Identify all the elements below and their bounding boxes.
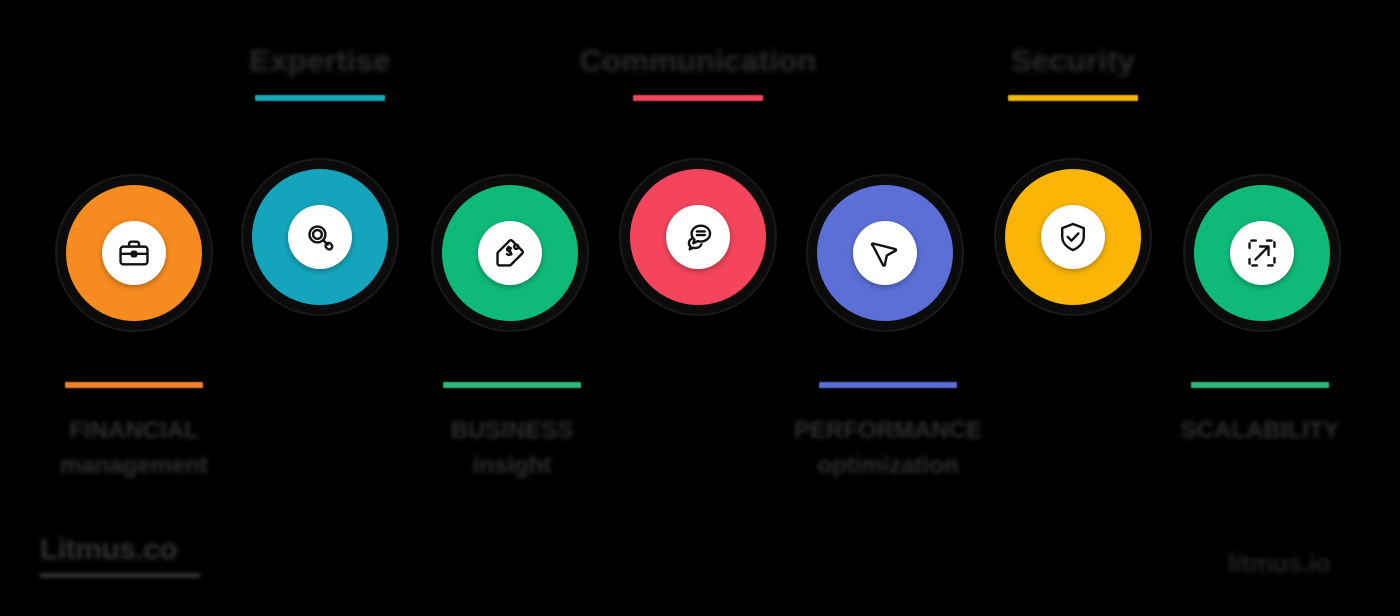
node-scalability[interactable] (1185, 176, 1339, 330)
node-icon-badge (102, 221, 166, 285)
node-circle[interactable] (57, 176, 211, 330)
price-tag-icon (496, 239, 524, 267)
brand-mark-right-text: litmus.io (1228, 548, 1331, 578)
bottom-caption-line-2: management (59, 451, 209, 479)
top-header-accent-bar (1008, 94, 1138, 101)
search-icon (308, 225, 334, 251)
bottom-caption-line-2: insight (472, 451, 552, 479)
top-header-communication: Communication (548, 43, 848, 101)
top-header-security: Security (923, 43, 1223, 101)
top-header-label: Security (1011, 43, 1135, 78)
brand-mark-left: Litmus.co (40, 533, 200, 578)
bottom-caption-line-1: BUSINESS (450, 417, 574, 444)
node-circle[interactable] (808, 176, 962, 330)
node-circle[interactable] (621, 160, 775, 314)
bottom-caption-line-1: PERFORMANCE (793, 417, 982, 444)
brand-mark-left-rule (40, 573, 200, 578)
node-chat[interactable] (621, 160, 775, 314)
bottom-caption-accent-bar (1191, 382, 1329, 388)
expand-scale-icon (1248, 239, 1276, 267)
top-header-expertise: Expertise (170, 43, 470, 101)
bottom-caption-scalability: SCALABILITY (1110, 382, 1400, 449)
node-briefcase[interactable] (57, 176, 211, 330)
node-circle[interactable] (1185, 176, 1339, 330)
bottom-caption-accent-bar (65, 382, 203, 388)
bottom-caption-business-insight: BUSINESS insight (362, 382, 662, 484)
bottom-caption-accent-bar (443, 382, 581, 388)
node-icon-badge (288, 205, 352, 269)
bottom-caption-financial-management: FINANCIAL management (0, 382, 284, 484)
node-icon-badge (666, 205, 730, 269)
top-header-label: Expertise (249, 43, 391, 78)
top-header-accent-bar (255, 94, 385, 101)
node-icon-badge (853, 221, 917, 285)
cursor-arrow-icon (870, 242, 898, 267)
node-shield[interactable] (996, 160, 1150, 314)
node-circle[interactable] (243, 160, 397, 314)
node-icon-badge (478, 221, 542, 285)
briefcase-icon (119, 240, 149, 266)
node-icon-badge (1230, 221, 1294, 285)
chat-bubbles-icon (687, 224, 712, 251)
bottom-caption-performance-optimization: PERFORMANCE optimization (738, 382, 1038, 484)
brand-mark-right: litmus.io (1228, 548, 1331, 579)
brand-mark-left-text: Litmus.co (40, 533, 178, 566)
bottom-caption-accent-bar (819, 382, 957, 388)
bottom-caption-line-2: optimization (817, 451, 959, 479)
node-price-tag[interactable] (433, 176, 587, 330)
node-icon-badge (1041, 205, 1105, 269)
node-cursor[interactable] (808, 176, 962, 330)
bottom-caption-line-1: FINANCIAL (69, 417, 199, 444)
node-circle[interactable] (996, 160, 1150, 314)
node-search[interactable] (243, 160, 397, 314)
node-circle[interactable] (433, 176, 587, 330)
top-header-label: Communication (579, 43, 817, 78)
bottom-caption-line-1: SCALABILITY (1180, 417, 1340, 444)
top-header-accent-bar (633, 94, 763, 101)
shield-check-icon (1061, 222, 1085, 252)
